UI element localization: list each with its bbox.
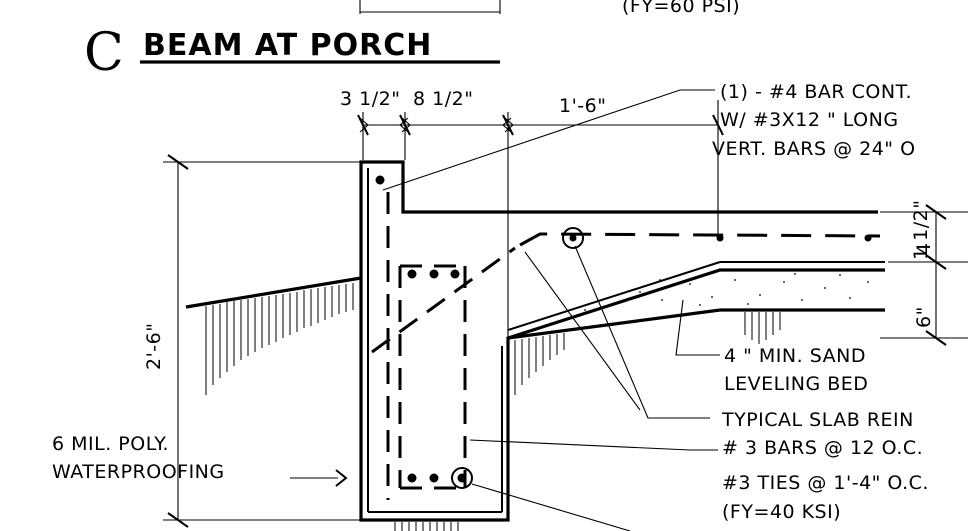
rebar-dots xyxy=(375,175,872,489)
dim-1-6: 1'-6" xyxy=(559,95,607,117)
callout-ties-1: #3 TIES @ 1'-4" O.C. xyxy=(722,472,929,494)
beam-ties xyxy=(398,264,467,490)
sand-fill xyxy=(584,273,869,311)
callout-ties-2: (FY=40 KSI) xyxy=(722,501,841,523)
height-dimension-line xyxy=(163,154,360,528)
dim-8-1-2: 8 1/2" xyxy=(413,88,473,110)
earth-hatch-right xyxy=(514,312,781,395)
dim-3-1-2: 3 1/2" xyxy=(340,88,400,110)
callout-sand-1: 4 " MIN. SAND xyxy=(724,345,866,367)
callout-bar-cont-1: (1) - #4 BAR CONT. xyxy=(720,81,912,103)
waterproofing-arrow xyxy=(335,469,348,487)
callout-sand-2: LEVELING BED xyxy=(724,373,868,395)
section-title: BEAM AT PORCH xyxy=(143,28,432,63)
callout-poly-2: WATERPROOFING xyxy=(52,461,225,483)
top-dimension-line xyxy=(357,100,724,345)
slab-thickness-dimension xyxy=(880,204,968,346)
top-cutoff-box xyxy=(359,0,501,14)
leader-lines xyxy=(290,89,720,531)
callout-slab-reinf-1: TYPICAL SLAB REIN xyxy=(721,409,914,431)
earth-hatch-left xyxy=(205,283,354,395)
callout-poly-1: 6 MIL. POLY. xyxy=(52,433,169,455)
callout-bar-cont-3: VERT. BARS @ 24" O xyxy=(712,138,916,160)
section-letter: C xyxy=(84,23,124,83)
top-note: (FY=60 PSI) xyxy=(622,0,740,17)
callout-bar-cont-2: W/ #3X12 " LONG xyxy=(720,109,899,131)
earth-hatch-bottom xyxy=(394,522,459,531)
dim-4: 4 xyxy=(913,242,935,255)
callout-slab-reinf-2: # 3 BARS @ 12 O.C. xyxy=(722,437,923,459)
slab-reinforcement-line xyxy=(371,232,881,354)
beam-outline xyxy=(185,160,885,522)
dim-6: 6" xyxy=(913,306,935,328)
dim-2-6: 2'-6" xyxy=(143,323,165,371)
dim-1-1-2: 1 1/2" xyxy=(910,200,932,260)
